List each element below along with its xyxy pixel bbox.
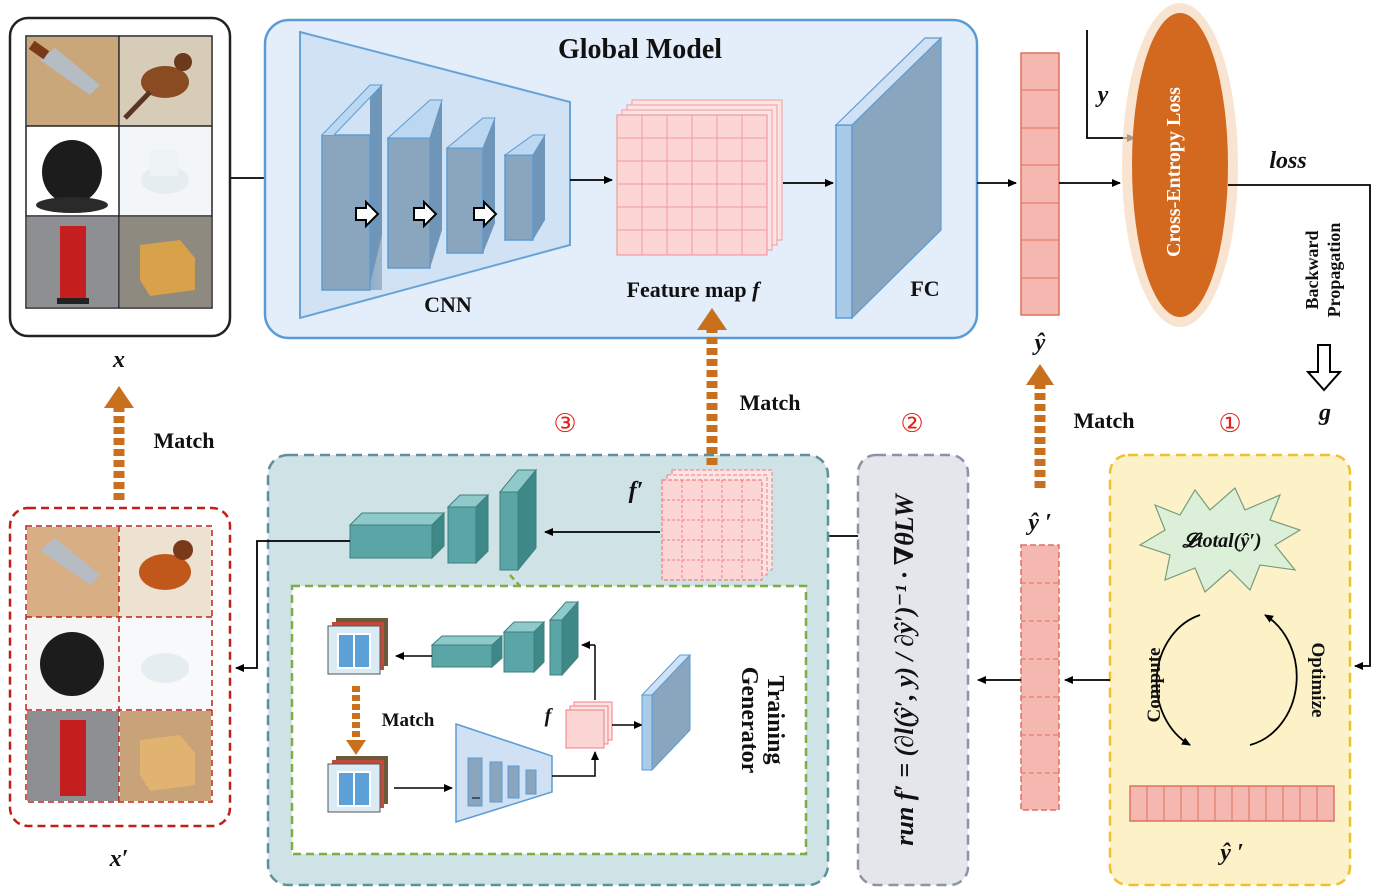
y-hat-prime-label: ŷ ′: [1025, 510, 1051, 536]
optimize-arc: [1249, 614, 1298, 746]
mini-fc: [640, 653, 692, 772]
top-match-arrow: [697, 308, 727, 465]
f-prime-label: f′: [629, 478, 644, 504]
generator-match-label: Match: [382, 710, 435, 731]
global-model-title: Global Model: [558, 34, 722, 65]
reconstructed-image-grid: [8, 506, 232, 828]
fc-label: FC: [910, 276, 939, 301]
backward-line1: Backward: [1302, 230, 1322, 309]
y-hat-prime-horizontal-vector: [1129, 785, 1335, 822]
input-image-bird: [120, 37, 211, 126]
generated-image-stack-top: [327, 618, 388, 675]
cnn-flow-arrow-2: [413, 199, 438, 229]
left-match-label: Match: [153, 428, 214, 453]
generator-block-2: [446, 493, 490, 565]
compute-label: Compute: [1144, 648, 1165, 723]
top-match-label: Match: [739, 390, 800, 415]
compute-arc: [1155, 614, 1201, 746]
generator-block-3: [498, 468, 538, 572]
step2-marker: ②: [900, 409, 923, 439]
generator-label-line1: Generator: [736, 667, 762, 774]
input-image-box: [120, 217, 211, 307]
global-model-box: Global Model CNN: [263, 18, 979, 340]
x-label: x: [112, 347, 125, 373]
step3-box: f′: [266, 453, 830, 887]
step3-marker: ③: [553, 409, 576, 439]
input-image-postbox: [27, 217, 119, 307]
mini-cnn: [455, 722, 553, 824]
f-prime-feature-map: [661, 469, 773, 581]
cross-entropy-loss: Cross-Entropy Loss: [1122, 3, 1238, 327]
backward-down-arrow: [1305, 344, 1343, 392]
feature-map: [616, 99, 783, 256]
optimize-label: Optimize: [1307, 643, 1328, 718]
left-match-arrow: [104, 386, 134, 500]
right-match-label: Match: [1073, 408, 1134, 433]
cross-entropy-loss-label: Cross-Entropy Loss: [1163, 87, 1185, 257]
input-image-cleaver: [27, 37, 119, 126]
mini-f-label: f: [545, 705, 554, 727]
cnn-layer-4: [503, 134, 546, 241]
step2-box: run f′ = (∂l(ŷ′, y) / ∂ŷ′)⁻¹ · ∇θLW: [856, 453, 970, 887]
input-image-grid: [8, 16, 232, 338]
y-hat-prime-vector: [1020, 544, 1060, 811]
step1-box: 𝓛total(ŷ′) Compute Optimize ŷ ′: [1108, 453, 1352, 887]
fc-layer: [834, 36, 943, 320]
input-image-toilet: [120, 127, 211, 216]
y-hat-vector: [1020, 52, 1060, 316]
generator-label-line2: Training: [762, 676, 788, 765]
g-label: g: [1318, 400, 1331, 426]
arrow-generator-to-reconstruction: [235, 540, 350, 672]
cnn-flow-arrow-3: [473, 199, 498, 229]
cnn-flow-arrow-1: [355, 199, 380, 229]
cnn-label: CNN: [424, 292, 472, 317]
loss-total-term: 𝓛total(ŷ′): [1181, 530, 1261, 552]
x-prime-label: x′: [109, 846, 129, 872]
mini-generator: [430, 600, 580, 677]
arrow-loss-backward: [1228, 184, 1371, 670]
mini-feature-map: [565, 701, 613, 749]
generated-image-stack-bottom: [327, 756, 388, 813]
y-label: y: [1095, 82, 1109, 108]
backward-line2: Propagation: [1324, 223, 1344, 318]
y-hat-prime-box-label: ŷ ′: [1217, 840, 1243, 866]
step1-marker: ①: [1218, 409, 1241, 439]
generator-zoom-line: [509, 574, 521, 587]
loss-label: loss: [1269, 148, 1306, 174]
generator-block-1: [348, 511, 446, 560]
step2-formula: run f′ = (∂l(ŷ′, y) / ∂ŷ′)⁻¹ · ∇θLW: [890, 492, 919, 845]
loss-burst-shape: [1138, 487, 1302, 594]
cnn-layer-3: [445, 117, 496, 254]
feature-map-label: Feature map f: [627, 277, 762, 302]
y-hat-label: ŷ: [1032, 330, 1046, 356]
arrow-y-to-loss: [1086, 30, 1136, 142]
input-image-puppy: [27, 127, 119, 216]
right-match-arrow: [1026, 364, 1054, 488]
generator-match-arrow: [346, 686, 366, 755]
arrow-mini-cnn-to-f: [552, 751, 599, 777]
